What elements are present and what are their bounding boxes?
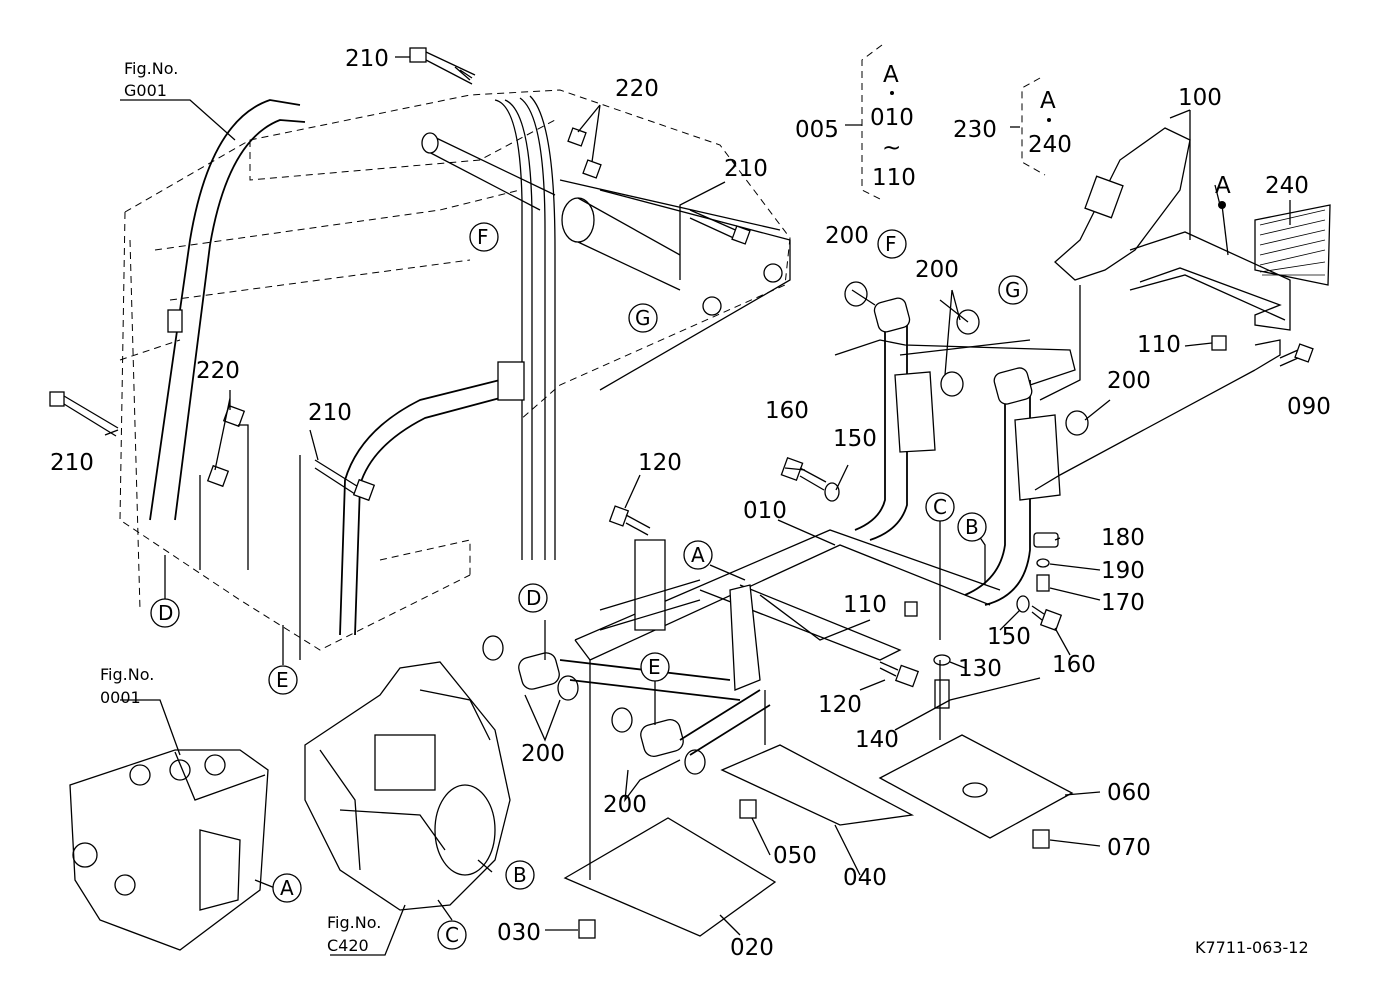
group-005-to: 110 <box>872 165 916 191</box>
group-005-from: 010 <box>870 105 914 131</box>
part-150: 150 <box>987 624 1031 650</box>
part-220: 220 <box>615 76 659 102</box>
part-190: 190 <box>1101 558 1145 584</box>
part-050: 050 <box>773 843 817 869</box>
part-170: 170 <box>1101 590 1145 616</box>
svg-text:Fig.No.: Fig.No. <box>100 665 154 684</box>
group-005-num: 005 <box>795 117 839 143</box>
upper-mount-shaft <box>421 132 791 401</box>
cover-020 <box>563 817 777 937</box>
callout-A2: A <box>280 876 294 900</box>
callout-markers: F G F G D E A B C D E C B A A <box>150 173 1231 950</box>
part-210: 210 <box>308 400 352 426</box>
bracket-a <box>1129 231 1291 371</box>
cable-harness <box>494 95 556 560</box>
fig-ref-0001: Fig.No. 0001 <box>100 665 154 707</box>
callout-A1: A <box>691 543 705 567</box>
part-140: 140 <box>855 727 899 753</box>
fig-ref-g001: Fig.No. G001 <box>124 59 178 100</box>
part-160: 160 <box>1052 652 1096 678</box>
callout-F1: F <box>477 225 489 249</box>
part-210: 210 <box>724 156 768 182</box>
part-100: 100 <box>1178 85 1222 111</box>
callout-C1: C <box>933 495 947 519</box>
part-070: 070 <box>1107 835 1151 861</box>
part-160: 160 <box>765 398 809 424</box>
callout-F2: F <box>885 232 897 256</box>
svg-text:Fig.No.: Fig.No. <box>327 913 381 932</box>
part-200: 200 <box>825 223 869 249</box>
part-030: 030 <box>497 920 541 946</box>
group-230-num: 230 <box>953 117 997 143</box>
part-210: 210 <box>345 46 389 72</box>
callout-C2: C <box>445 923 459 947</box>
part-110: 110 <box>843 592 887 618</box>
part-120: 120 <box>818 692 862 718</box>
callout-A3: A <box>1215 173 1231 199</box>
cover-040 <box>720 744 915 826</box>
label-plate-240 <box>1254 204 1331 286</box>
clutch-housing-c420 <box>304 661 511 911</box>
part-020: 020 <box>730 935 774 961</box>
frame-outline-dashed <box>119 89 791 651</box>
part-120: 120 <box>638 450 682 476</box>
part-number-labels: 210 220 210 210 220 210 200 200 200 200 … <box>50 46 1331 961</box>
group-230-to: 240 <box>1028 132 1072 158</box>
callout-D1: D <box>158 601 173 625</box>
part-040: 040 <box>843 865 887 891</box>
group-230: 230 A 240 <box>953 77 1072 176</box>
fasteners <box>49 47 1314 939</box>
callout-B1: B <box>965 515 979 539</box>
group-230-top: A <box>1040 88 1056 114</box>
svg-text:G001: G001 <box>124 81 167 100</box>
rubber-cushions <box>482 281 1089 775</box>
fig-ref-c420: Fig.No. C420 <box>327 913 381 955</box>
svg-text:C420: C420 <box>327 936 369 955</box>
part-180: 180 <box>1101 525 1145 551</box>
group-005-top: A <box>883 62 899 88</box>
part-200: 200 <box>521 741 565 767</box>
rops-bar <box>149 99 501 636</box>
part-090: 090 <box>1287 394 1331 420</box>
part-130: 130 <box>958 656 1002 682</box>
part-010: 010 <box>743 498 787 524</box>
callout-G2: G <box>1005 278 1021 302</box>
callout-E2: E <box>648 655 661 679</box>
callout-E1: E <box>276 668 289 692</box>
part-220: 220 <box>196 358 240 384</box>
main-frame-010 <box>574 320 1076 691</box>
leader-lines <box>104 56 1291 956</box>
group-005-tilde: ~ <box>882 135 901 161</box>
part-200: 200 <box>603 792 647 818</box>
part-060: 060 <box>1107 780 1151 806</box>
callout-D2: D <box>526 586 541 610</box>
svg-text:0001: 0001 <box>100 688 141 707</box>
diagram-id: K7711-063-12 <box>1195 938 1309 957</box>
part-110: 110 <box>1137 332 1181 358</box>
bracket-100 <box>1054 127 1191 281</box>
engine-block-0001 <box>69 749 269 951</box>
part-200: 200 <box>915 257 959 283</box>
callout-B2: B <box>513 863 527 887</box>
part-210: 210 <box>50 450 94 476</box>
cover-060 <box>878 734 1074 839</box>
part-240: 240 <box>1265 173 1309 199</box>
part-150: 150 <box>833 426 877 452</box>
callout-G1: G <box>635 306 651 330</box>
part-200: 200 <box>1107 368 1151 394</box>
svg-text:Fig.No.: Fig.No. <box>124 59 178 78</box>
group-005: 005 A 010 ~ 110 <box>795 44 916 201</box>
